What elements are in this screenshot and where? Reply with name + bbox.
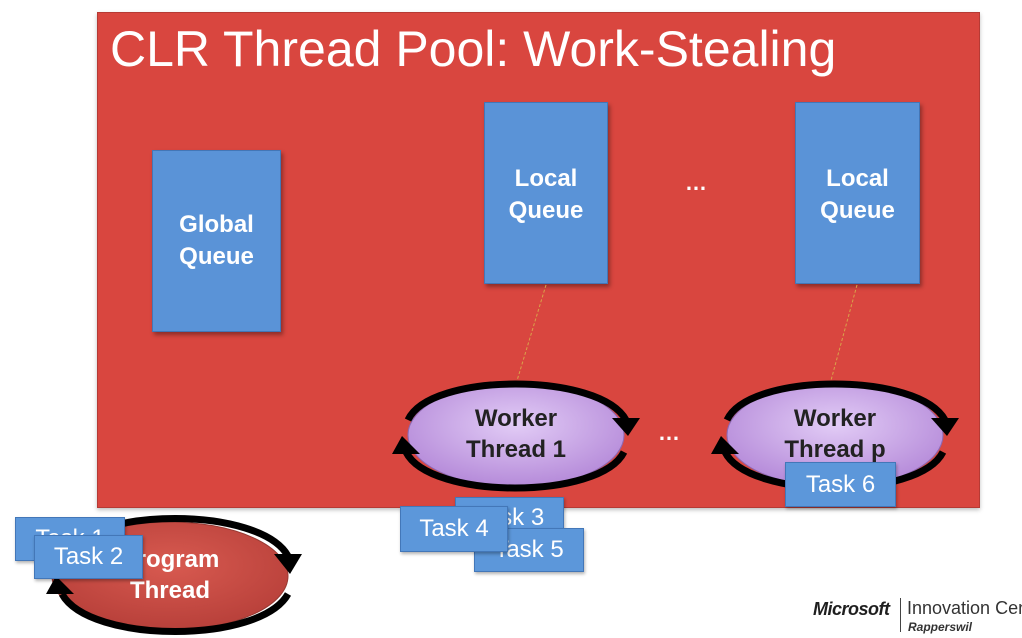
local-queue-1-label-line1: Local — [514, 165, 578, 192]
worker-thread-p-label-line2: Thread p — [784, 436, 886, 463]
worker-thread-1-label-line2: Thread 1 — [465, 436, 567, 463]
worker-thread-1-arrowhead-left — [392, 436, 420, 454]
worker-thread-1-label: Worker Thread 1 — [446, 403, 586, 465]
global-queue-label-line1: Global — [179, 211, 254, 238]
local-queue-p: Local Queue — [795, 102, 920, 284]
task-2: Task 2 — [34, 535, 143, 579]
task-4: Task 4 — [400, 506, 508, 552]
worker-thread-p-cycle-arrow-top — [723, 380, 949, 422]
worker-thread-1-cycle-arrow-bottom — [402, 450, 628, 492]
program-thread-label-line2: Thread — [129, 577, 210, 604]
microsoft-logo: Microsoft — [813, 599, 890, 619]
local-queue-p-label-line2: Queue — [820, 197, 895, 224]
program-thread-cycle-arrow-bottom — [58, 592, 292, 635]
local-queue-1-label-line2: Queue — [508, 197, 584, 224]
worker-thread-p-arrowhead-right — [931, 418, 959, 436]
city-label: Rapperswil — [908, 620, 973, 634]
slide-title: CLR Thread Pool: Work-Stealing — [110, 21, 837, 77]
global-queue: Global Queue — [152, 150, 281, 332]
ellipsis-workers: … — [658, 420, 681, 445]
ellipsis-queues: … — [685, 170, 708, 195]
worker-thread-p-arrowhead-left — [711, 436, 739, 454]
worker-thread-1-label-line1: Worker — [474, 405, 558, 432]
local-queue-1: Local Queue — [484, 102, 608, 284]
branding-divider — [900, 598, 901, 632]
global-queue-label-line2: Queue — [179, 243, 254, 270]
program-thread-arrowhead-right — [274, 554, 302, 574]
innovation-center-label: Innovation Center — [907, 598, 1022, 618]
local-queue-p-label-line1: Local — [826, 165, 889, 192]
worker-thread-p-label: Worker Thread p — [765, 403, 905, 465]
connector-queuep-workerp — [829, 284, 858, 385]
task-6: Task 6 — [785, 462, 896, 507]
worker-thread-p-label-line1: Worker — [793, 405, 877, 432]
program-thread-arrowhead-left — [46, 576, 74, 594]
worker-thread-1-arrowhead-right — [612, 418, 640, 436]
connector-queue1-worker1 — [515, 284, 547, 385]
worker-thread-1-cycle-arrow-top — [404, 380, 630, 422]
